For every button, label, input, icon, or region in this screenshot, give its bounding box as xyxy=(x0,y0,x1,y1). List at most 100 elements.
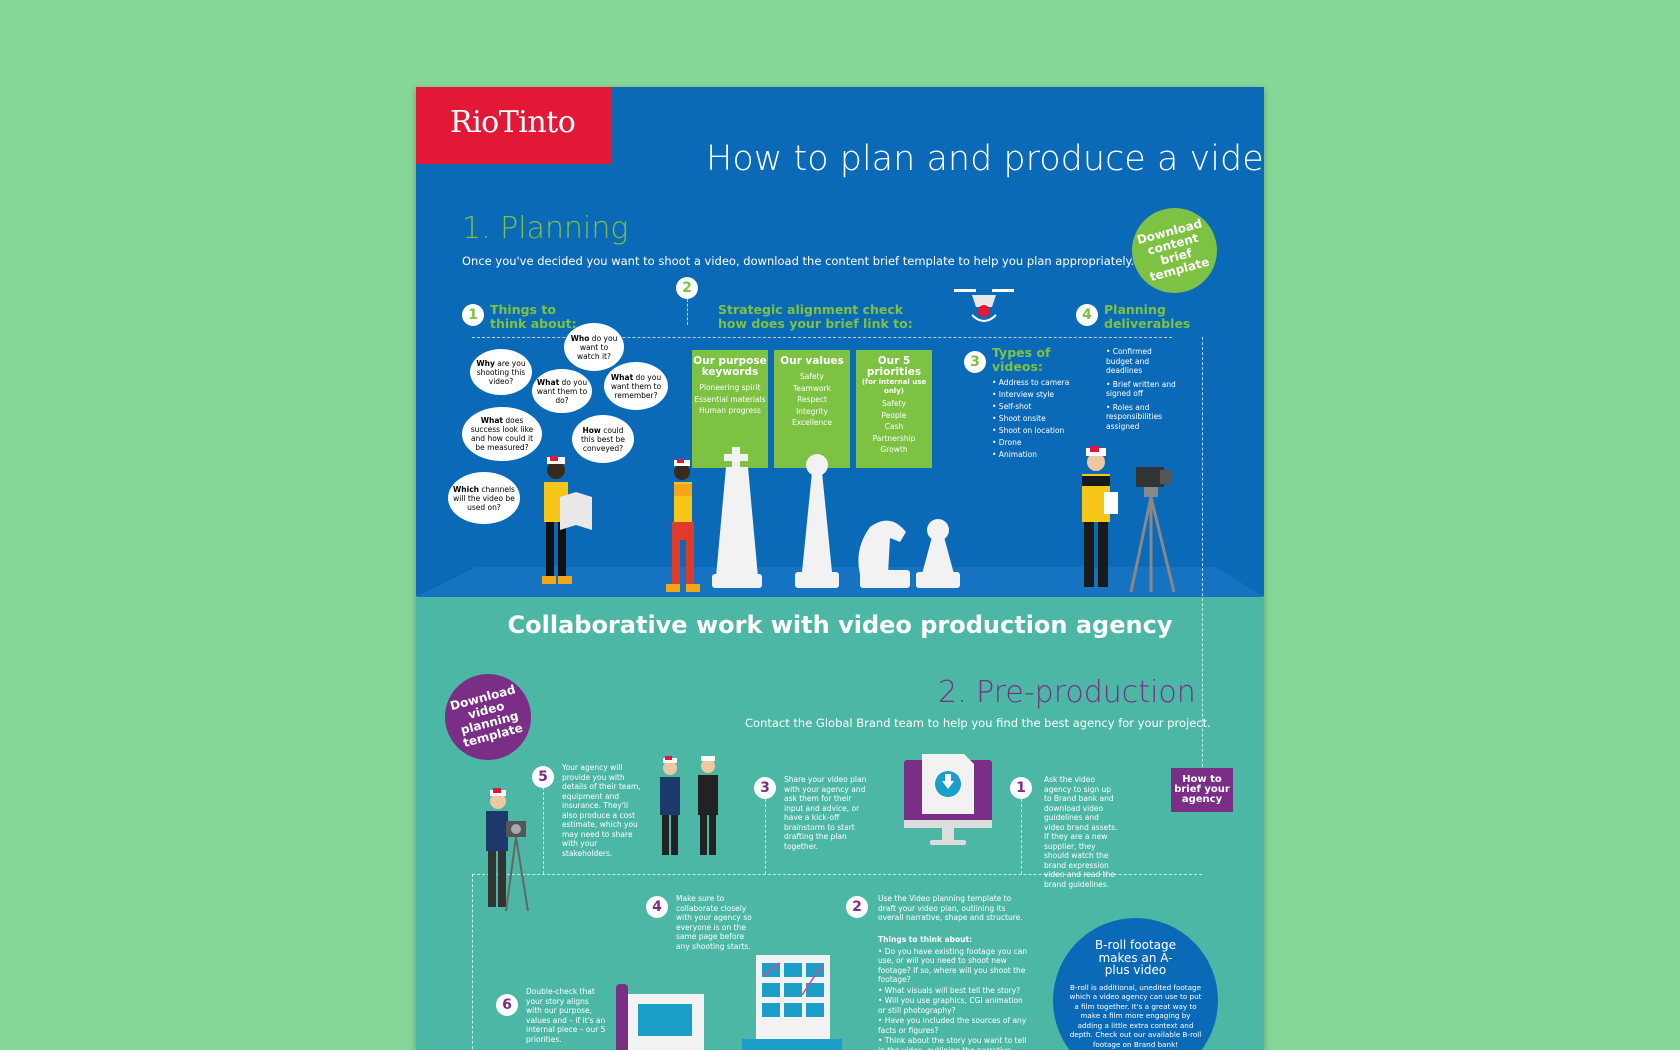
step-1-number: 1 xyxy=(462,304,484,326)
think-item: • Have you included the sources of any f… xyxy=(878,1016,1027,1035)
document-illustration xyxy=(616,984,704,1050)
step-3-heading-line1: Types of xyxy=(992,345,1051,360)
guide-line xyxy=(543,787,544,874)
monitor-download-illustration xyxy=(904,754,992,845)
value-item: Teamwork xyxy=(793,383,831,393)
pre-step-3-number: 3 xyxy=(754,777,776,799)
value-item: Excellence xyxy=(791,418,833,427)
values-title: Our values xyxy=(780,355,844,367)
page-title: How to plan and produce a video xyxy=(706,139,1264,179)
step-1-heading-line1: Things to xyxy=(490,302,556,317)
values-box: Our values Safety Teamwork Respect Integ… xyxy=(774,350,850,468)
preproduction-title: 2. Pre-production xyxy=(938,675,1196,710)
priorities-title: Our 5 priorities xyxy=(866,355,922,378)
two-people-illustration xyxy=(660,756,718,855)
priorities-note: (for internal use only) xyxy=(861,378,927,395)
worker-with-map-illustration xyxy=(542,456,592,584)
guide-line xyxy=(472,874,1202,875)
step-4-heading-line1: Planning xyxy=(1104,302,1166,317)
deliverable-item: • Confirmed budget and deadlines xyxy=(1106,347,1152,375)
video-type-item: • Drone xyxy=(992,438,1022,447)
pre-step-1-number: 1 xyxy=(1010,777,1032,799)
bubble-what-remember: What do you want them to remember? xyxy=(604,362,668,410)
purpose-item: Human progress xyxy=(699,406,761,415)
planning-panel: RioTinto How to plan and produce a video… xyxy=(416,87,1264,807)
download-content-brief-badge[interactable]: Download content brief template xyxy=(1122,198,1227,303)
planning-lead: Once you've decided you want to shoot a … xyxy=(462,254,1135,268)
pre-step-3-text: Share your video plan with your agency a… xyxy=(784,775,867,851)
video-type-item: • Interview style xyxy=(992,390,1055,399)
worker-woman-illustration xyxy=(666,459,700,592)
step-2-heading-line1: Strategic alignment check xyxy=(718,302,904,317)
pre-step-2-number: 2 xyxy=(846,896,868,918)
video-type-item: • Shoot on location xyxy=(992,426,1065,435)
think-item: • Think about the story you want to tell… xyxy=(878,1036,1027,1050)
step-2-heading-line2: how does your brief link to: xyxy=(718,316,913,331)
bubble-who: Who do you want to watch it? xyxy=(564,323,624,371)
bubble-what-do: What do you want them to do? xyxy=(532,369,592,413)
planning-title: 1. Planning xyxy=(462,211,629,246)
video-type-item: • Animation xyxy=(992,450,1038,459)
guide-line xyxy=(472,874,473,1050)
purpose-keywords-title: Our purpose keywords xyxy=(693,355,767,378)
pre-step-4-text: Make sure to collaborate closely with yo… xyxy=(676,894,752,951)
drone-illustration xyxy=(954,289,1014,322)
cameraman-tripod-illustration xyxy=(486,788,529,912)
step-4-number: 4 xyxy=(1076,304,1098,326)
deliverables-list: • Confirmed budget and deadlines • Brief… xyxy=(1106,347,1176,431)
step-3-number: 3 xyxy=(964,351,986,373)
priority-item: Partnership xyxy=(872,433,916,443)
floor-decoration xyxy=(416,567,1264,597)
b-roll-text: B-roll is additional, unedited footage w… xyxy=(1069,982,1202,1049)
step-4-heading: Planning deliverables xyxy=(1104,303,1190,331)
collaboration-heading: Collaborative work with video production… xyxy=(507,611,1173,639)
think-item: • What visuals will best tell the story? xyxy=(878,985,1021,995)
priority-item: Cash xyxy=(884,422,904,431)
deliverable-item: • Brief written and signed off xyxy=(1106,379,1176,399)
guide-line xyxy=(1021,799,1022,874)
step-2-heading: Strategic alignment check how does your … xyxy=(718,303,913,331)
video-type-item: • Self-shot xyxy=(992,402,1032,411)
step-2-number: 2 xyxy=(676,277,698,299)
priority-item: Growth xyxy=(880,445,908,454)
purpose-item: Pioneering spirit xyxy=(699,383,761,392)
guide-line xyxy=(472,337,1172,338)
pre-step-4-number: 4 xyxy=(646,896,668,918)
pre-step-1-text: Ask the video agency to sign up to Brand… xyxy=(1044,775,1118,889)
guide-line xyxy=(687,299,688,325)
guide-line xyxy=(765,799,766,874)
deliverable-item: • Roles and responsibilities assigned xyxy=(1106,402,1163,431)
guide-line xyxy=(1202,337,1203,807)
priority-item: People xyxy=(881,410,907,420)
purpose-keywords-box: Our purpose keywords Pioneering spirit E… xyxy=(692,350,768,468)
value-item: Safety xyxy=(800,372,824,381)
rio-tinto-logo: RioTinto xyxy=(450,105,576,140)
pre-step-2-text: Use the Video planning template to draft… xyxy=(878,894,1023,922)
things-to-think-block: Things to think about: • Do you have exi… xyxy=(878,935,1028,1050)
logo-box[interactable]: RioTinto xyxy=(416,87,612,164)
priorities-box: Our 5 priorities (for internal use only)… xyxy=(856,350,932,468)
bubble-why: Why are you shooting this video? xyxy=(470,349,532,395)
video-type-item: • Address to camera xyxy=(992,378,1070,387)
purpose-item: Essential materials xyxy=(694,394,766,404)
think-item: • Will you use graphics, CGI animation o… xyxy=(878,996,1023,1015)
things-to-think-heading: Things to think about: xyxy=(878,935,973,944)
video-types-list: • Address to camera • Interview style • … xyxy=(992,377,1069,461)
storyboard-illustration xyxy=(742,955,842,1050)
step-3-heading: Types of videos: xyxy=(992,346,1050,374)
cameraman-illustration xyxy=(1082,446,1176,593)
how-to-brief-agency-button[interactable]: How to brief your agency xyxy=(1171,768,1233,812)
download-video-planning-badge[interactable]: Download video planning template xyxy=(435,664,541,770)
bubble-what-success: What does success look like and how coul… xyxy=(462,407,542,461)
pre-step-6-text: Double-check that your story aligns with… xyxy=(526,987,606,1044)
step-1-heading: Things to think about: xyxy=(490,303,577,331)
step-3-heading-line2: videos: xyxy=(992,359,1043,374)
step-4-heading-line2: deliverables xyxy=(1104,316,1191,331)
b-roll-title: B-roll footage makes an A-plus video xyxy=(1094,938,1177,977)
b-roll-content: B-roll footage makes an A-plus video B-r… xyxy=(1063,939,1208,1049)
think-item: • Do you have existing footage you can u… xyxy=(878,946,1028,985)
chess-pieces-illustration xyxy=(712,447,960,588)
preproduction-lead: Contact the Global Brand team to help yo… xyxy=(745,716,1211,730)
value-item: Integrity xyxy=(796,406,828,416)
infographic-poster: RioTinto How to plan and produce a video… xyxy=(416,87,1264,1050)
